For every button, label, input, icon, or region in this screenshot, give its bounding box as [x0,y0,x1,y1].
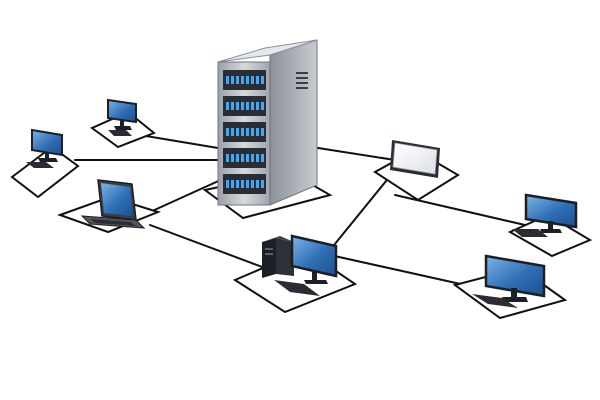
link-server-desktop-left-far [139,134,231,151]
drive-led [236,102,239,110]
drive-led [251,154,254,162]
drive-led [226,102,229,110]
drive-led [241,102,244,110]
link-tablet-desktop-right-top [394,194,526,226]
drive-led [231,128,234,136]
drive-led [226,180,229,188]
drive-led [241,154,244,162]
drive-led [226,76,229,84]
drive-led [231,180,234,188]
drive-led [236,76,239,84]
link-tablet-workstation [329,169,396,251]
drive-led [231,102,234,110]
drive-led [236,180,239,188]
server-rack-icon [217,39,318,206]
monitor-icon [107,98,137,136]
drive-led [246,76,249,84]
drive-led [261,154,264,162]
drive-led [226,154,229,162]
drive-led [261,128,264,136]
drive-led [256,102,259,110]
drive-led [241,180,244,188]
server-drive-bay [223,174,266,194]
server-drive-bay [223,148,266,168]
laptop-icon [80,179,146,229]
drive-led [261,102,264,110]
drive-led [236,128,239,136]
drive-led [246,102,249,110]
drive-led [241,76,244,84]
link-workstation-desktop-right-bottom [329,254,466,286]
link-server-tablet [317,147,396,161]
drive-led [251,102,254,110]
server-drive-bay [223,70,266,90]
drive-led [251,128,254,136]
drive-led [261,76,264,84]
drive-led [231,154,234,162]
drive-led [251,180,254,188]
drive-led [236,154,239,162]
drive-led [256,180,259,188]
drive-led [256,76,259,84]
monitor-icon [472,254,546,308]
drive-led [256,154,259,162]
server-drive-bay [223,122,266,142]
monitor-icon [26,128,63,168]
workstation-icon [262,234,338,296]
drive-led [246,128,249,136]
drive-led [241,128,244,136]
pad-desktop-left-near [10,145,80,199]
drive-led [246,154,249,162]
drive-led [246,180,249,188]
drive-led [261,180,264,188]
flat-panel-icon [390,140,440,178]
monitor-icon [512,193,578,237]
server-drive-bay [223,96,266,116]
drive-led [231,76,234,84]
link-server-laptop [149,177,226,213]
drive-led [256,128,259,136]
drive-led [226,128,229,136]
link-laptop-workstation [149,224,266,269]
drive-led [251,76,254,84]
